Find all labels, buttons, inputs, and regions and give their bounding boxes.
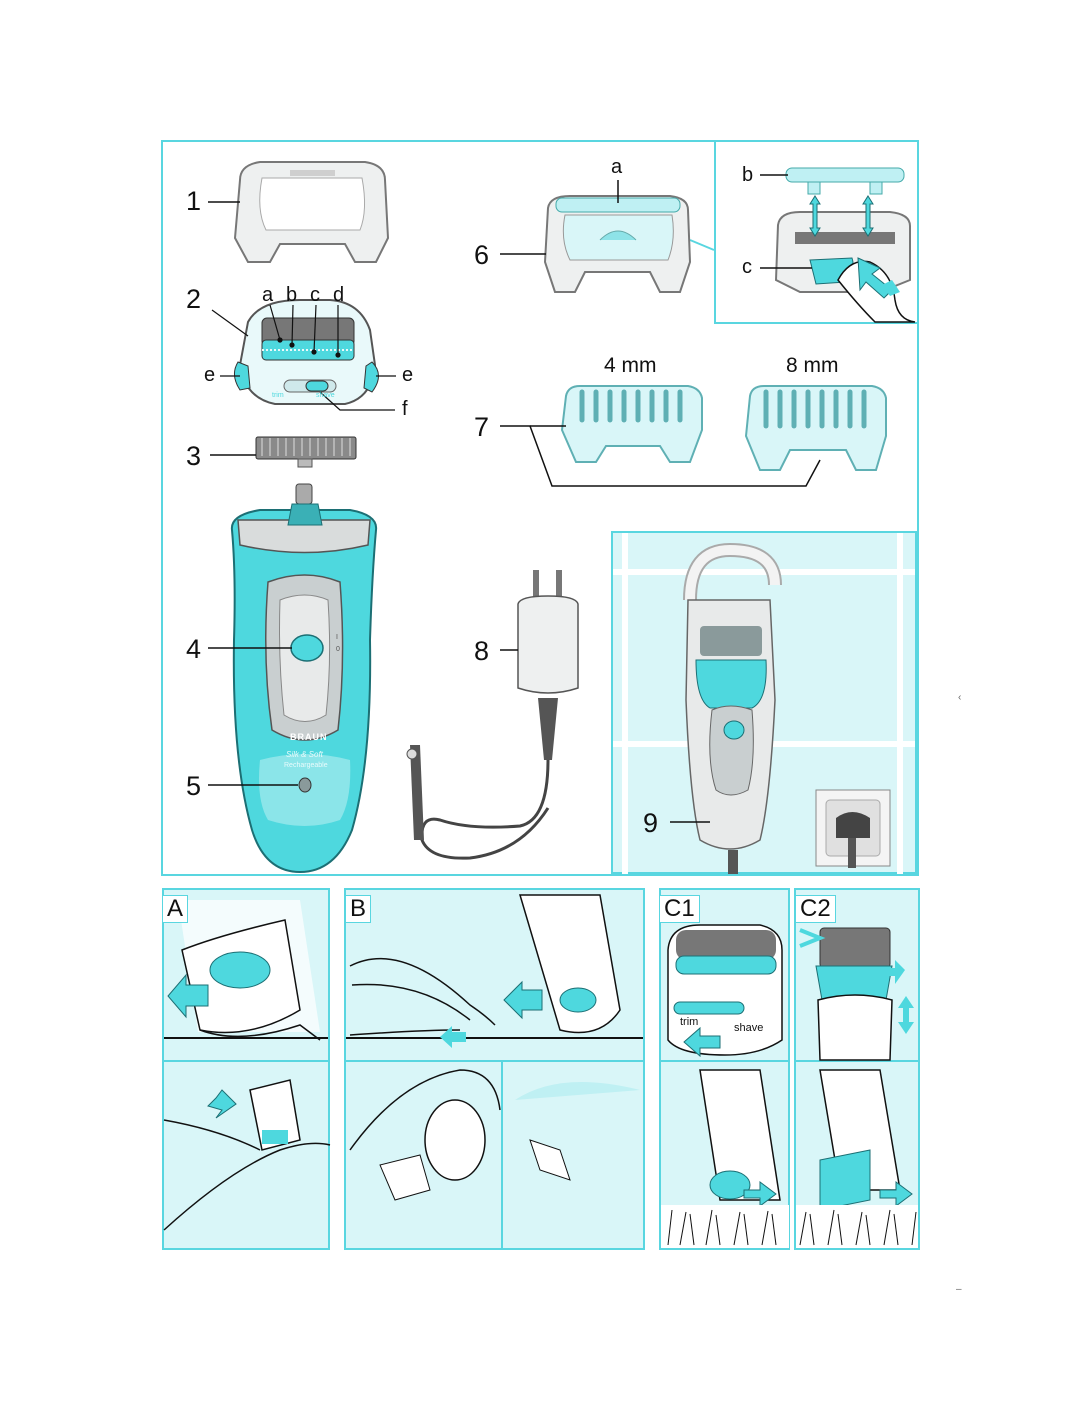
callout-2d: d	[333, 284, 345, 306]
panel-A-top-illustration	[164, 900, 328, 1041]
device-body	[230, 483, 378, 874]
callout-2e-right: e	[402, 364, 414, 386]
margin-mark-right: ‹	[958, 692, 962, 703]
head-trim-label: trim	[272, 392, 284, 399]
callout-7: 7	[474, 412, 490, 442]
panel-B-bottom-illustration	[349, 1069, 640, 1201]
panel-label-A: A	[162, 895, 189, 923]
c1-trim-label: trim	[680, 1016, 699, 1028]
callout-2c: c	[310, 284, 320, 306]
callout-2: 2	[186, 284, 202, 314]
part-7-comb-4mm	[560, 385, 703, 463]
device-brand-logo: BRAUN	[290, 732, 328, 742]
callout-b: b	[742, 164, 754, 186]
panel-C1-top-illustration	[667, 924, 783, 1058]
inset-cover-removal	[774, 167, 916, 323]
device-model-sub: Rechargeable	[284, 762, 328, 769]
part-7-comb-8mm	[744, 385, 887, 471]
comb-size-4mm: 4 mm	[604, 354, 657, 377]
part-3-comb	[255, 436, 357, 468]
panel-A-bottom-illustration	[163, 1079, 331, 1231]
callout-6a: a	[611, 156, 623, 178]
panel-label-C1: C1	[659, 895, 700, 923]
head-shave-label: shave	[316, 392, 335, 399]
callout-2f: f	[402, 398, 408, 420]
callout-3: 3	[186, 441, 202, 471]
callout-6: 6	[474, 240, 490, 270]
part-8-charger	[406, 570, 579, 860]
device-model-name: Silk & Soft	[286, 750, 323, 759]
panel-label-C2: C2	[795, 895, 836, 923]
comb-size-8mm: 8 mm	[786, 354, 839, 377]
part-2-shaver-head	[234, 299, 379, 405]
part-6-head	[543, 195, 692, 293]
c1-shave-label: shave	[734, 1022, 764, 1034]
callout-2a: a	[262, 284, 274, 306]
callout-1: 1	[186, 186, 202, 216]
panel-B-top-illustration	[346, 894, 643, 1048]
panel-C-bottom-illustrations	[661, 1069, 918, 1248]
part-1-cap	[233, 161, 390, 263]
callout-4: 4	[186, 634, 202, 664]
part-9-storage	[683, 542, 891, 874]
margin-mark-bottom: –	[956, 1284, 962, 1295]
inset-frame-cover-removal	[714, 140, 919, 324]
callout-2e-left: e	[204, 364, 216, 386]
callout-9: 9	[643, 808, 659, 838]
callout-2b: b	[286, 284, 298, 306]
switch-on-mark: I	[336, 634, 338, 641]
panel-C2-top-illustration	[799, 927, 914, 1061]
panel-label-B: B	[345, 895, 372, 923]
callout-8: 8	[474, 636, 490, 666]
callout-5: 5	[186, 771, 202, 801]
callout-c: c	[742, 256, 752, 278]
main-figure-frame	[161, 140, 919, 876]
switch-off-mark: 0	[336, 646, 340, 653]
